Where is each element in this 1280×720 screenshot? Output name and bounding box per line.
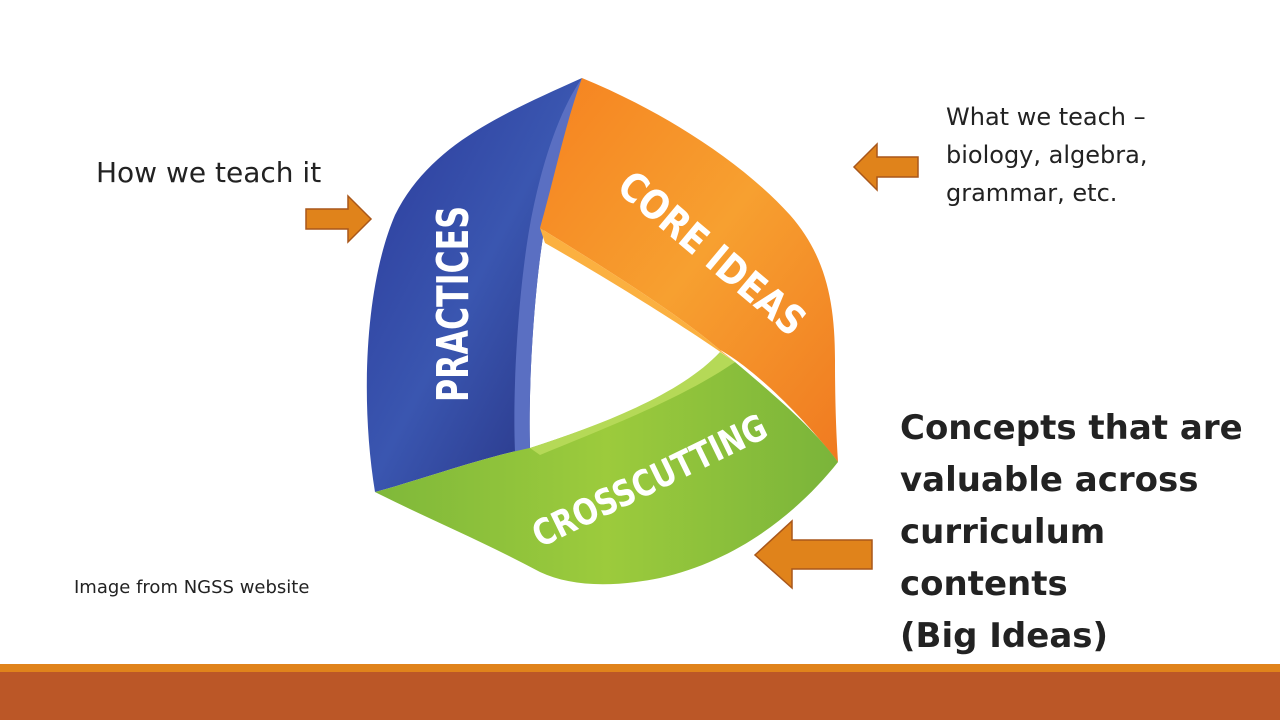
concepts-line: valuable across <box>900 460 1199 500</box>
what-line: biology, algebra, <box>946 141 1148 169</box>
what-line: What we teach – <box>946 103 1146 131</box>
core-ideas-segment <box>540 78 838 462</box>
arrow-right-icon <box>305 194 373 244</box>
arrow-left-large-icon <box>753 519 873 590</box>
practices-inner-edge <box>514 78 582 452</box>
practices-label: PRACTICES <box>428 206 479 402</box>
what-line: grammar, etc. <box>946 179 1118 207</box>
image-credit: Image from NGSS website <box>74 577 310 598</box>
crosscutting-segment <box>375 362 838 585</box>
concepts-line: Concepts that are <box>900 408 1243 448</box>
concepts-label: Concepts that are valuable across curric… <box>900 402 1270 662</box>
footer-bar <box>0 672 1280 720</box>
crosscutting-inner-edge <box>530 352 735 455</box>
how-we-teach-label: How we teach it <box>96 156 322 189</box>
concepts-line: (Big Ideas) <box>900 616 1109 656</box>
arrow-left-icon <box>852 142 919 192</box>
footer-accent-line <box>0 664 1280 672</box>
what-we-teach-label: What we teach – biology, algebra, gramma… <box>946 98 1206 212</box>
concepts-line: curriculum contents <box>900 512 1106 604</box>
core-ideas-inner-edge <box>540 228 735 362</box>
